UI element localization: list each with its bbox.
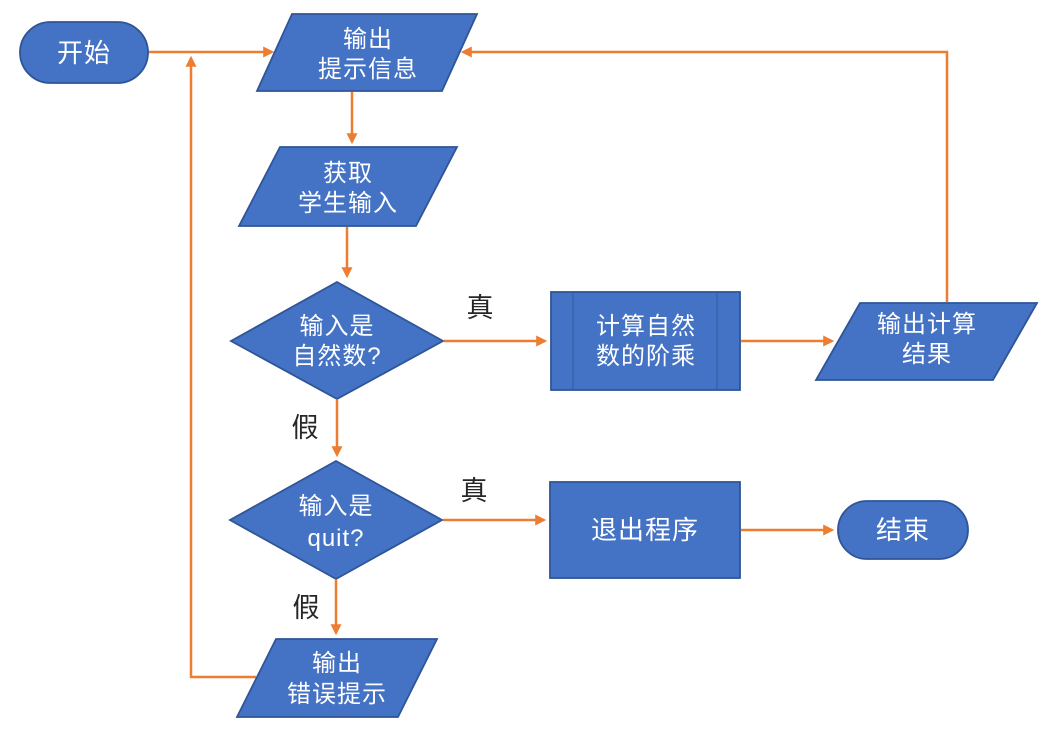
is-quit-label-line1: 输入是 bbox=[299, 493, 374, 520]
is-natural-label-line1: 输入是 bbox=[300, 313, 375, 340]
output-error-label-line1: 输出 bbox=[312, 650, 362, 677]
node-start: 开始 bbox=[19, 21, 149, 84]
output-prompt-io-shape bbox=[255, 13, 479, 92]
node-output-result: 输出计算 结果 bbox=[814, 302, 1039, 381]
node-is-natural-decision: 输入是 自然数? bbox=[229, 280, 445, 401]
calc-factorial-predefined-shape bbox=[550, 291, 741, 391]
output-prompt-label-line1: 输出 bbox=[343, 26, 393, 53]
output-result-io-shape bbox=[814, 302, 1039, 381]
node-exit-program: 退出程序 bbox=[549, 481, 741, 579]
output-result-label-line2: 结果 bbox=[902, 341, 952, 368]
is-natural-label-line2: 自然数? bbox=[292, 343, 381, 370]
exit-program-label: 退出程序 bbox=[591, 515, 699, 545]
output-error-io-shape bbox=[235, 638, 439, 718]
output-prompt-label-line2: 提示信息 bbox=[318, 56, 418, 83]
output-error-label-line2: 错误提示 bbox=[287, 681, 387, 708]
start-label: 开始 bbox=[57, 38, 111, 68]
branch-label-quit-true: 真 bbox=[461, 476, 488, 506]
calc-factorial-label-line2: 数的阶乘 bbox=[596, 343, 696, 370]
get-input-io-shape bbox=[237, 146, 459, 227]
output-result-label-line1: 输出计算 bbox=[877, 311, 977, 338]
connector-error-loop-to-prompt bbox=[185, 55, 256, 679]
is-quit-label-line2: quit? bbox=[307, 525, 364, 552]
node-is-quit-decision: 输入是 quit? bbox=[228, 459, 444, 581]
node-calc-factorial: 计算自然 数的阶乘 bbox=[550, 291, 741, 391]
is-quit-decision-shape bbox=[228, 459, 444, 581]
get-input-label-line2: 学生输入 bbox=[298, 190, 398, 217]
branch-label-natural-false: 假 bbox=[292, 413, 319, 443]
node-output-error: 输出 错误提示 bbox=[235, 638, 439, 718]
node-output-prompt: 输出 提示信息 bbox=[255, 13, 479, 92]
is-natural-decision-shape bbox=[229, 280, 445, 401]
exit-program-process-shape bbox=[549, 481, 741, 579]
branch-label-quit-false: 假 bbox=[293, 593, 320, 623]
node-get-input: 获取 学生输入 bbox=[237, 146, 459, 227]
node-end: 结束 bbox=[837, 500, 969, 560]
get-input-label-line1: 获取 bbox=[323, 160, 373, 187]
start-terminator-shape bbox=[19, 21, 149, 84]
end-terminator-shape bbox=[837, 500, 969, 560]
connector-result-feedback-to-prompt bbox=[460, 46, 949, 302]
end-label: 结束 bbox=[876, 515, 930, 545]
calc-factorial-label-line1: 计算自然 bbox=[596, 313, 696, 340]
branch-label-natural-true: 真 bbox=[467, 293, 494, 323]
